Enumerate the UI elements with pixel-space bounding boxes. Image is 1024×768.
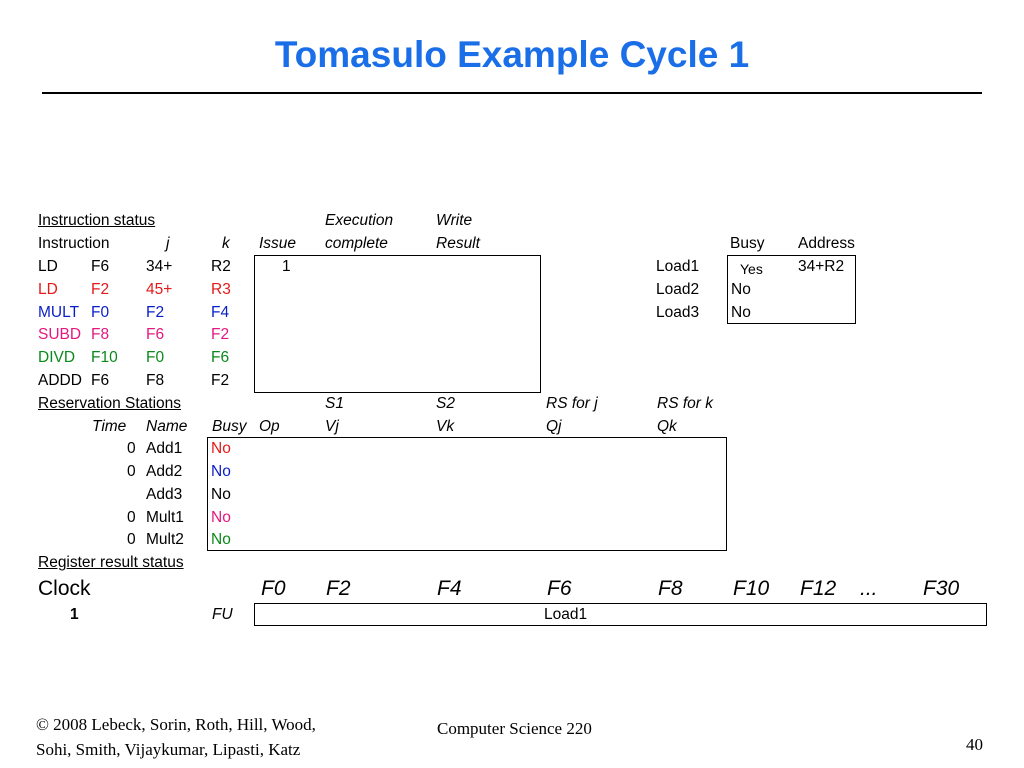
- vk-header: Vk: [436, 418, 455, 435]
- instr-j: F2: [146, 304, 165, 321]
- result-header: Result: [436, 235, 480, 252]
- register-f6-value: Load1: [544, 606, 588, 623]
- s2-header: S2: [436, 395, 455, 412]
- load-name: Load2: [656, 281, 700, 298]
- clock-label: Clock: [38, 577, 91, 600]
- rs-name: Mult2: [146, 531, 184, 548]
- rs-time: 0: [127, 440, 136, 457]
- instr-op: MULT: [38, 304, 80, 321]
- register-f12: F12: [800, 577, 837, 600]
- register-f2: F2: [326, 577, 351, 600]
- instr-j: F8: [146, 372, 165, 389]
- instr-j: 45+: [146, 281, 173, 298]
- clock-value: 1: [70, 606, 79, 623]
- rsk-header: RS for k: [657, 395, 713, 412]
- instr-op: LD: [38, 258, 58, 275]
- instr-k: F4: [211, 304, 230, 321]
- k-header: k: [222, 235, 230, 252]
- load-busy-header: Busy: [730, 235, 765, 252]
- instr-k: F6: [211, 349, 230, 366]
- instruction-header: Instruction: [38, 235, 110, 252]
- s1-header: S1: [325, 395, 344, 412]
- rs-name: Mult1: [146, 509, 184, 526]
- vj-header: Vj: [325, 418, 339, 435]
- register-f0: F0: [261, 577, 286, 600]
- instr-dest: F8: [91, 326, 110, 343]
- instr-dest: F6: [91, 372, 110, 389]
- rs-time: 0: [127, 463, 136, 480]
- rs-busy: No: [211, 463, 231, 480]
- register-ellipsis: ...: [860, 577, 878, 600]
- complete-header: complete: [325, 235, 388, 252]
- instr-op: LD: [38, 281, 58, 298]
- load-address-header: Address: [798, 235, 855, 252]
- load-busy: No: [731, 281, 751, 298]
- fu-label: FU: [212, 606, 233, 623]
- register-f8: F8: [658, 577, 683, 600]
- instr-op: DIVD: [38, 349, 76, 366]
- issue-header: Issue: [259, 235, 297, 252]
- instr-issue: 1: [282, 258, 291, 275]
- instr-op: ADDD: [38, 372, 82, 389]
- register-f10: F10: [733, 577, 770, 600]
- page-number: 40: [966, 735, 983, 754]
- qj-header: Qj: [546, 418, 562, 435]
- load-name: Load3: [656, 304, 700, 321]
- rs-busy: No: [211, 486, 231, 503]
- instruction-status-box: [254, 255, 541, 393]
- instruction-status-heading: Instruction status: [38, 212, 156, 229]
- qk-header: Qk: [657, 418, 677, 435]
- rs-busy: No: [211, 509, 231, 526]
- instr-j: F6: [146, 326, 165, 343]
- name-header: Name: [146, 418, 188, 435]
- course-name: Computer Science 220: [437, 719, 592, 738]
- load-buffer-box: [727, 255, 856, 324]
- instr-dest: F2: [91, 281, 110, 298]
- register-f4: F4: [437, 577, 462, 600]
- register-f6: F6: [547, 577, 572, 600]
- copyright-line-2: Sohi, Smith, Vijaykumar, Lipasti, Katz: [36, 740, 301, 759]
- execution-header: Execution: [325, 212, 394, 229]
- instr-k: F2: [211, 326, 230, 343]
- rs-name: Add2: [146, 463, 183, 480]
- load-name: Load1: [656, 258, 700, 275]
- rsj-header: RS for j: [546, 395, 598, 412]
- rs-name: Add3: [146, 486, 183, 503]
- instr-dest: F10: [91, 349, 118, 366]
- instr-op: SUBD: [38, 326, 82, 343]
- instr-j: 34+: [146, 258, 173, 275]
- register-status-heading: Register result status: [38, 554, 184, 571]
- j-header: j: [166, 235, 170, 252]
- write-header: Write: [436, 212, 473, 229]
- load-busy: No: [731, 304, 751, 321]
- instr-k: R3: [211, 281, 231, 298]
- instr-dest: F0: [91, 304, 110, 321]
- rs-busy: No: [211, 440, 231, 457]
- reservation-stations-heading: Reservation Stations: [38, 395, 182, 412]
- load-busy: Yes: [740, 261, 763, 277]
- instr-k: R2: [211, 258, 231, 275]
- instr-dest: F6: [91, 258, 110, 275]
- rs-name: Add1: [146, 440, 183, 457]
- op-header: Op: [259, 418, 280, 435]
- time-header: Time: [92, 418, 127, 435]
- load-address: 34+R2: [798, 258, 845, 275]
- rs-busy-header: Busy: [212, 418, 247, 435]
- register-status-box: [254, 603, 987, 626]
- reservation-stations-box: [207, 437, 727, 551]
- rs-time: 0: [127, 509, 136, 526]
- copyright-line-1: © 2008 Lebeck, Sorin, Roth, Hill, Wood,: [36, 715, 316, 734]
- title-divider: [42, 92, 982, 94]
- rs-time: 0: [127, 531, 136, 548]
- page-title: Tomasulo Example Cycle 1: [274, 34, 750, 75]
- instr-k: F2: [211, 372, 230, 389]
- rs-busy: No: [211, 531, 231, 548]
- instr-j: F0: [146, 349, 165, 366]
- register-f30: F30: [923, 577, 960, 600]
